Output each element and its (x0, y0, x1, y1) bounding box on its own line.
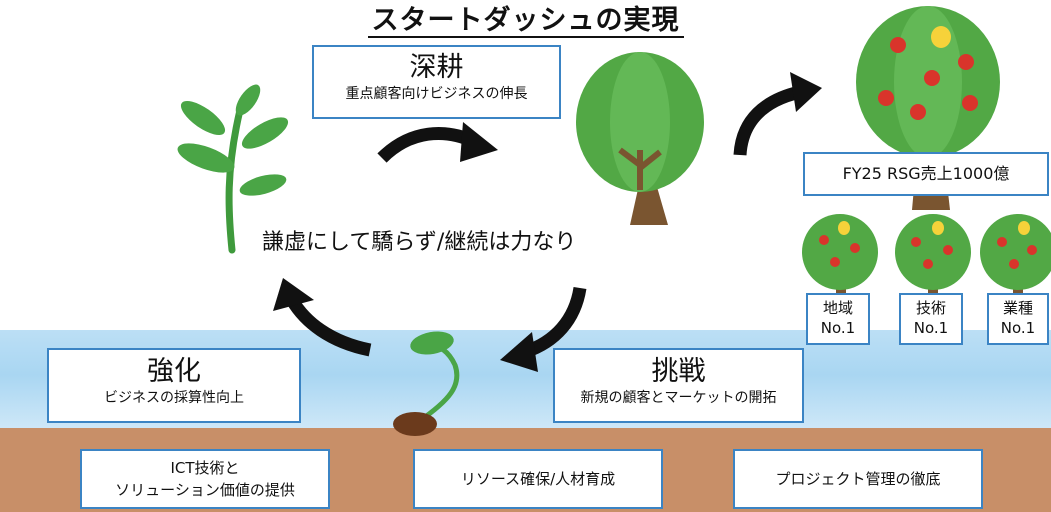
challenge-title: 挑戦 (651, 356, 706, 387)
foundation-box-ict: ICT技術と ソリューション価値の提供 (80, 449, 330, 509)
page-title: スタートダッシュの実現 (0, 0, 1051, 38)
foundation-box-project: プロジェクト管理の徹底 (733, 449, 983, 509)
foundation-text: ソリューション価値の提供 (115, 481, 295, 499)
curved-arrow-icon (377, 122, 498, 163)
tree-tag-line: No.1 (913, 319, 949, 337)
tree-tag-line: 地域 (822, 299, 853, 317)
tree-tag-region: 地域 No.1 (806, 293, 870, 345)
small-apple-tree-icon (802, 214, 878, 296)
foundation-text: プロジェクト管理の徹底 (775, 470, 941, 488)
strengthen-subtitle: ビジネスの採算性向上 (104, 390, 244, 406)
tree-tag-line: No.1 (820, 319, 856, 337)
curved-arrow-icon (273, 278, 372, 357)
young-plant-icon (177, 84, 289, 254)
tree-tag-industry: 業種 No.1 (987, 293, 1049, 345)
tree-tag-line: 業種 (1002, 299, 1033, 317)
foundation-box-resources: リソース確保/人材育成 (413, 449, 663, 509)
foundation-text: リソース確保/人材育成 (460, 470, 616, 488)
deep-cultivation-title: 深耕 (409, 52, 464, 83)
small-apple-tree-icon (980, 214, 1051, 296)
tree-tag-line: No.1 (1000, 319, 1036, 337)
curved-arrow-icon (500, 286, 587, 372)
goal-label: FY25 RSG売上1000億 (803, 152, 1049, 196)
small-apple-tree-icon (895, 214, 971, 296)
deep-cultivation-subtitle: 重点顧客向けビジネスの伸長 (345, 86, 528, 102)
challenge-subtitle: 新規の顧客とマーケットの開拓 (580, 390, 777, 406)
motto-text: 謙虚にして驕らず/継続は力なり (262, 230, 577, 255)
foundation-text: ICT技術と (170, 459, 240, 477)
green-tree-icon (576, 52, 704, 225)
tree-tag-technology: 技術 No.1 (899, 293, 963, 345)
strengthen-box: 強化 ビジネスの採算性向上 (47, 348, 301, 423)
seed-sprout-icon (393, 331, 460, 436)
challenge-box: 挑戦 新規の顧客とマーケットの開拓 (553, 348, 804, 423)
curved-arrow-icon (733, 72, 822, 156)
deep-cultivation-box: 深耕 重点顧客向けビジネスの伸長 (312, 45, 561, 119)
strengthen-title: 強化 (147, 356, 201, 387)
tree-tag-line: 技術 (915, 299, 946, 317)
